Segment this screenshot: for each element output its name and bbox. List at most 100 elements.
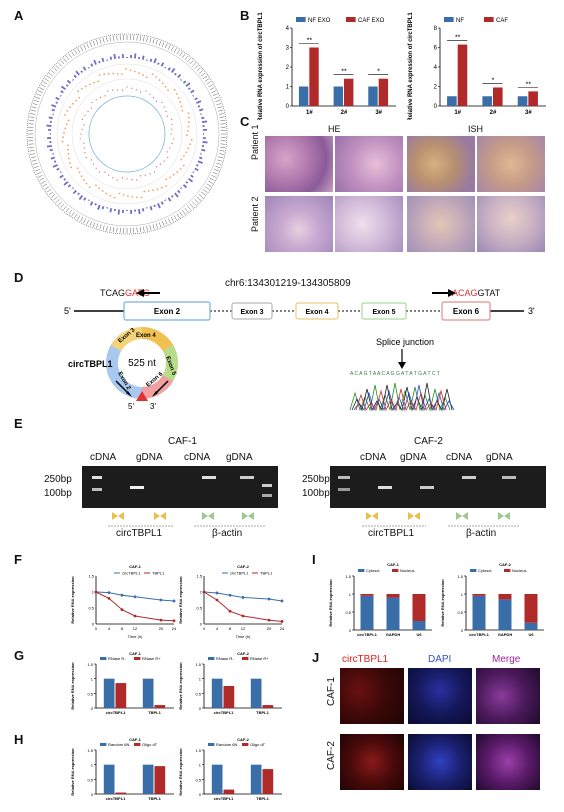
circos-tick <box>28 143 34 145</box>
panel-b-label: B <box>240 8 250 23</box>
circos-tick <box>37 90 43 93</box>
y-tick-label: 0.5 <box>88 606 94 611</box>
circos-mark-purple <box>59 94 62 97</box>
circos-tick <box>106 225 108 231</box>
circos-dot-orange <box>187 125 190 128</box>
circos-tick <box>136 227 138 233</box>
circos-dot-orange <box>62 136 64 139</box>
gel2-lane-gdna1: gDNA <box>400 452 427 463</box>
bar <box>368 86 378 106</box>
genomic-coords: chr6:134301219-134305809 <box>225 278 351 289</box>
circos-tick <box>168 218 171 224</box>
circos-mark-purple <box>167 67 171 71</box>
x-tick-label: TBPL1 <box>148 796 161 801</box>
gel2-lane-cdna1: cDNA <box>360 452 387 463</box>
circos-tick <box>217 106 223 109</box>
fish-caf2-dapi <box>408 734 472 790</box>
circos-mark-purple <box>199 156 203 160</box>
circos-tick <box>143 226 145 232</box>
series-line <box>95 591 175 622</box>
x-tick-label: 4 <box>108 626 111 631</box>
circos-mark-purple <box>190 89 195 94</box>
x-tick-label: 8 <box>229 626 232 631</box>
legend-label: circTBPL1 <box>230 571 249 576</box>
circos-dot-orange <box>167 89 169 92</box>
circos-tick <box>152 224 155 230</box>
circos-mark-purple <box>63 181 69 186</box>
circos-dot-orange <box>179 101 182 104</box>
circos-mark-purple <box>93 59 97 65</box>
circos-tick <box>83 44 86 50</box>
circos-tick <box>143 36 145 42</box>
bar <box>223 789 235 794</box>
exon4-label: Exon 4 <box>306 309 329 316</box>
circos-tick <box>215 99 221 103</box>
bar <box>472 595 486 630</box>
circos-mark-purple <box>51 104 57 108</box>
circos-tick <box>219 116 225 118</box>
gel1-gene2: β-actin <box>212 528 243 539</box>
circos-dot-orange <box>169 176 171 179</box>
circos-dot-orange <box>122 194 125 196</box>
circos-tick <box>30 113 36 115</box>
panel-a-label: A <box>14 8 24 23</box>
circos-mark-purple <box>49 148 53 152</box>
circos-tick <box>194 199 199 203</box>
legend-label: RNase R- <box>216 656 234 661</box>
circos-mark-purple <box>164 66 167 69</box>
circos-dot-orange <box>103 73 106 76</box>
circos-dot-red <box>91 101 93 104</box>
circos-dot-red <box>90 159 93 161</box>
circos-mark-purple <box>55 96 60 101</box>
circos-tick <box>202 75 208 79</box>
circ-length: 525 nt <box>128 358 156 369</box>
circos-tick <box>209 87 215 91</box>
circos-dot-red <box>79 138 81 140</box>
circos-tick <box>215 165 221 169</box>
y-axis-label: Relative RNA expression <box>70 576 75 624</box>
circos-plot <box>26 33 228 235</box>
circos-dot-orange <box>135 196 138 199</box>
circos-tick <box>179 51 183 57</box>
circos-dot-red <box>171 118 173 121</box>
circos-dot-red <box>171 142 173 145</box>
circos-tick <box>80 216 84 222</box>
y-tick-label: 1 <box>461 592 464 597</box>
legend-swatch <box>484 17 494 22</box>
circos-dot-orange <box>85 182 88 185</box>
circos-mark-purple <box>66 79 72 84</box>
circos-tick <box>162 221 165 226</box>
sig-label: ** <box>526 81 532 88</box>
circos-tick <box>37 175 43 178</box>
y-tick-label: 0 <box>199 792 202 797</box>
fish-caf2-red <box>340 734 404 790</box>
circos-dot-orange <box>180 158 183 161</box>
circos-dot-red <box>131 87 133 89</box>
legend-label: TBPL1 <box>152 571 165 576</box>
gel2-title: CAF-2 <box>414 436 443 447</box>
gel1-lane-gdna1: gDNA <box>136 452 163 463</box>
circos-tick <box>109 36 111 42</box>
circos-mark-purple <box>153 204 156 208</box>
circos-tick <box>217 159 223 162</box>
bar <box>457 44 468 106</box>
circos-dot-orange <box>143 190 146 193</box>
y-tick-label: 1 <box>91 763 94 768</box>
circos-dot-orange <box>125 68 127 70</box>
y-tick-label: 0.5 <box>195 777 201 782</box>
circos-tick <box>30 109 36 112</box>
circos-tick <box>39 87 45 91</box>
circos-tick <box>192 62 196 67</box>
y-tick-label: 0 <box>91 706 94 711</box>
circos-tick <box>200 191 206 196</box>
circos-mark-purple <box>87 66 90 69</box>
circos-tick <box>113 227 115 233</box>
circos-dot-red <box>161 101 163 104</box>
circos-tick <box>53 67 58 72</box>
circos-dot-red <box>136 179 138 181</box>
circos-mark-purple <box>190 174 194 178</box>
legend-swatch <box>504 569 511 572</box>
circos-dot-orange <box>75 99 77 102</box>
x-axis-label: Time (h) <box>128 634 143 639</box>
